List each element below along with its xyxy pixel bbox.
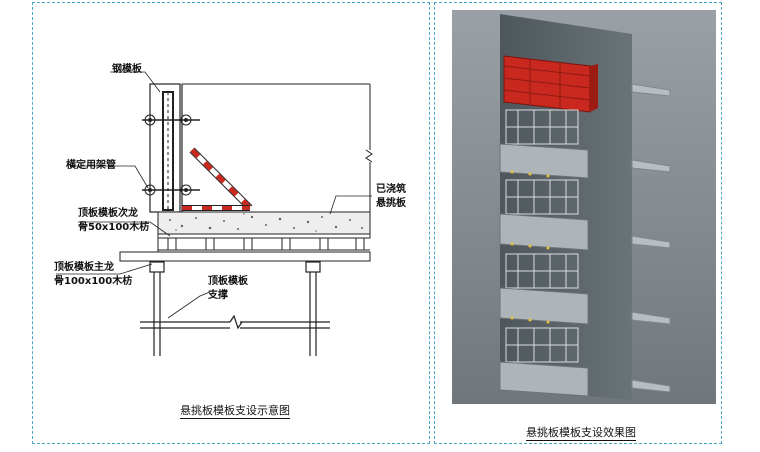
label-secondary-joist-line2: 骨50x100木枋 [78,222,150,233]
label-steel-form: 钢模板 [112,64,142,75]
schematic-panel [32,2,430,444]
label-fix-pipe: 横定用架管 [66,160,116,171]
label-cast-slab-line2: 悬挑板 [376,198,406,209]
label-support-line1: 顶板模板 [208,276,248,287]
support-props [140,261,330,356]
label-main-joist-line1: 顶板模板主龙 [54,262,114,273]
label-cast-slab-line1: 已浇筑 [376,184,406,195]
diagonal-brace [189,147,253,211]
upper-clamp [142,114,200,126]
red-formwork [503,55,598,113]
label-main-joist-line2: 骨100x100木枋 [54,276,133,287]
label-secondary-joist-line1: 顶板模板次龙 [78,208,138,219]
rendering-panel [434,2,722,444]
cantilever-slabs [499,143,589,397]
lower-clamp [142,184,200,196]
schematic-caption: 悬挑板模板支设示意图 [180,404,290,419]
rendering-caption: 悬挑板模板支设效果图 [526,426,636,441]
scaffold-levels [505,109,579,363]
label-support-line2: 支撑 [208,290,228,301]
